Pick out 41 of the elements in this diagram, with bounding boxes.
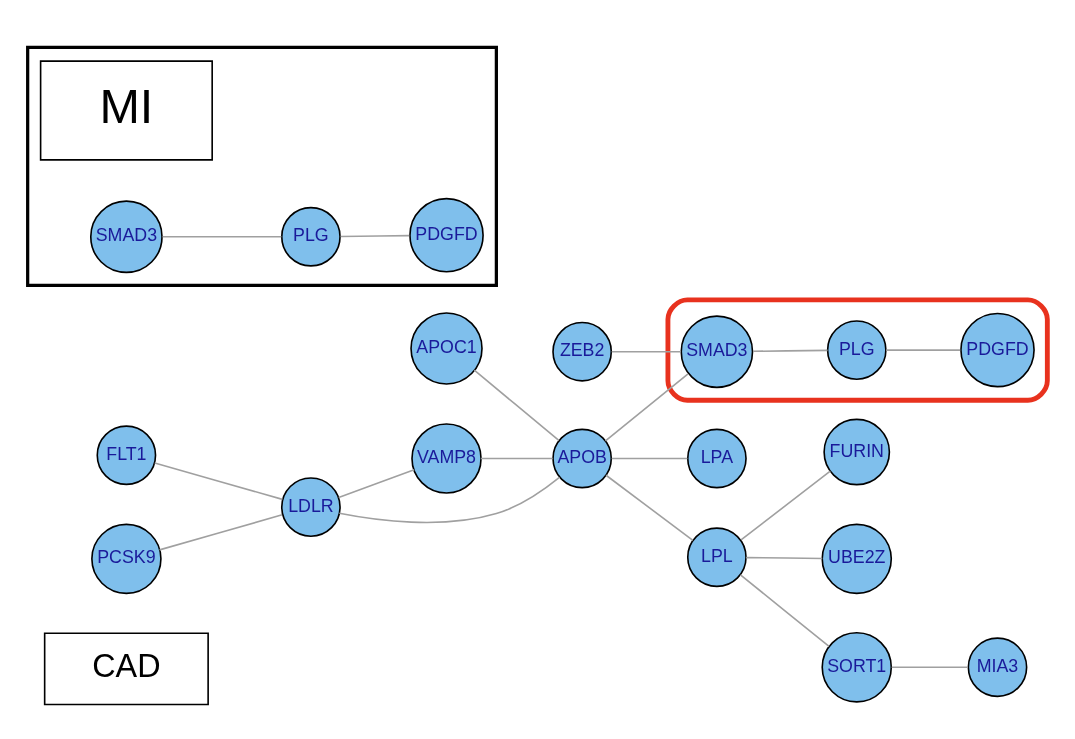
connector [885,349,962,351]
connector [153,462,284,501]
node-circle: SORT1 [821,631,893,703]
node-circle: UBE2Z [821,523,893,595]
node-circle: LPA [686,428,747,489]
connector [337,469,415,499]
connector [739,574,830,648]
connector [610,457,689,460]
connector [339,234,411,238]
node-circle: ZEB2 [552,321,613,382]
node-circle: PLG [826,320,887,380]
node-circle: APOB [552,428,613,489]
node-circle: VAMP8 [411,423,482,494]
connector [604,373,689,442]
node-box: MI [39,60,213,161]
connector [605,474,694,542]
node-circle: FLT1 [96,425,157,486]
node-circle: SMAD3 [680,315,754,389]
node-circle: LDLR [280,477,341,537]
connector [745,556,824,560]
node-circle: LPL [686,527,747,588]
node-circle: FURIN [823,418,891,486]
node-circle: SMAD3 [89,200,163,274]
cluster [26,45,498,287]
node-circle: PLG [280,206,341,267]
connector [473,369,560,442]
node-box: CAD [43,632,209,706]
connector [338,476,561,524]
node-circle: APOC1 [410,312,483,385]
node-circle: MIA3 [967,637,1028,698]
connector [752,349,829,353]
node-circle: PDGFD [960,312,1035,388]
connector [740,470,832,541]
connector [158,514,283,551]
connector [610,350,682,353]
connector [161,235,283,238]
cluster [665,297,1050,403]
connector [480,457,554,460]
node-circle: PCSK9 [91,523,162,595]
node-circle: PDGFD [409,197,484,273]
connector [890,666,969,669]
